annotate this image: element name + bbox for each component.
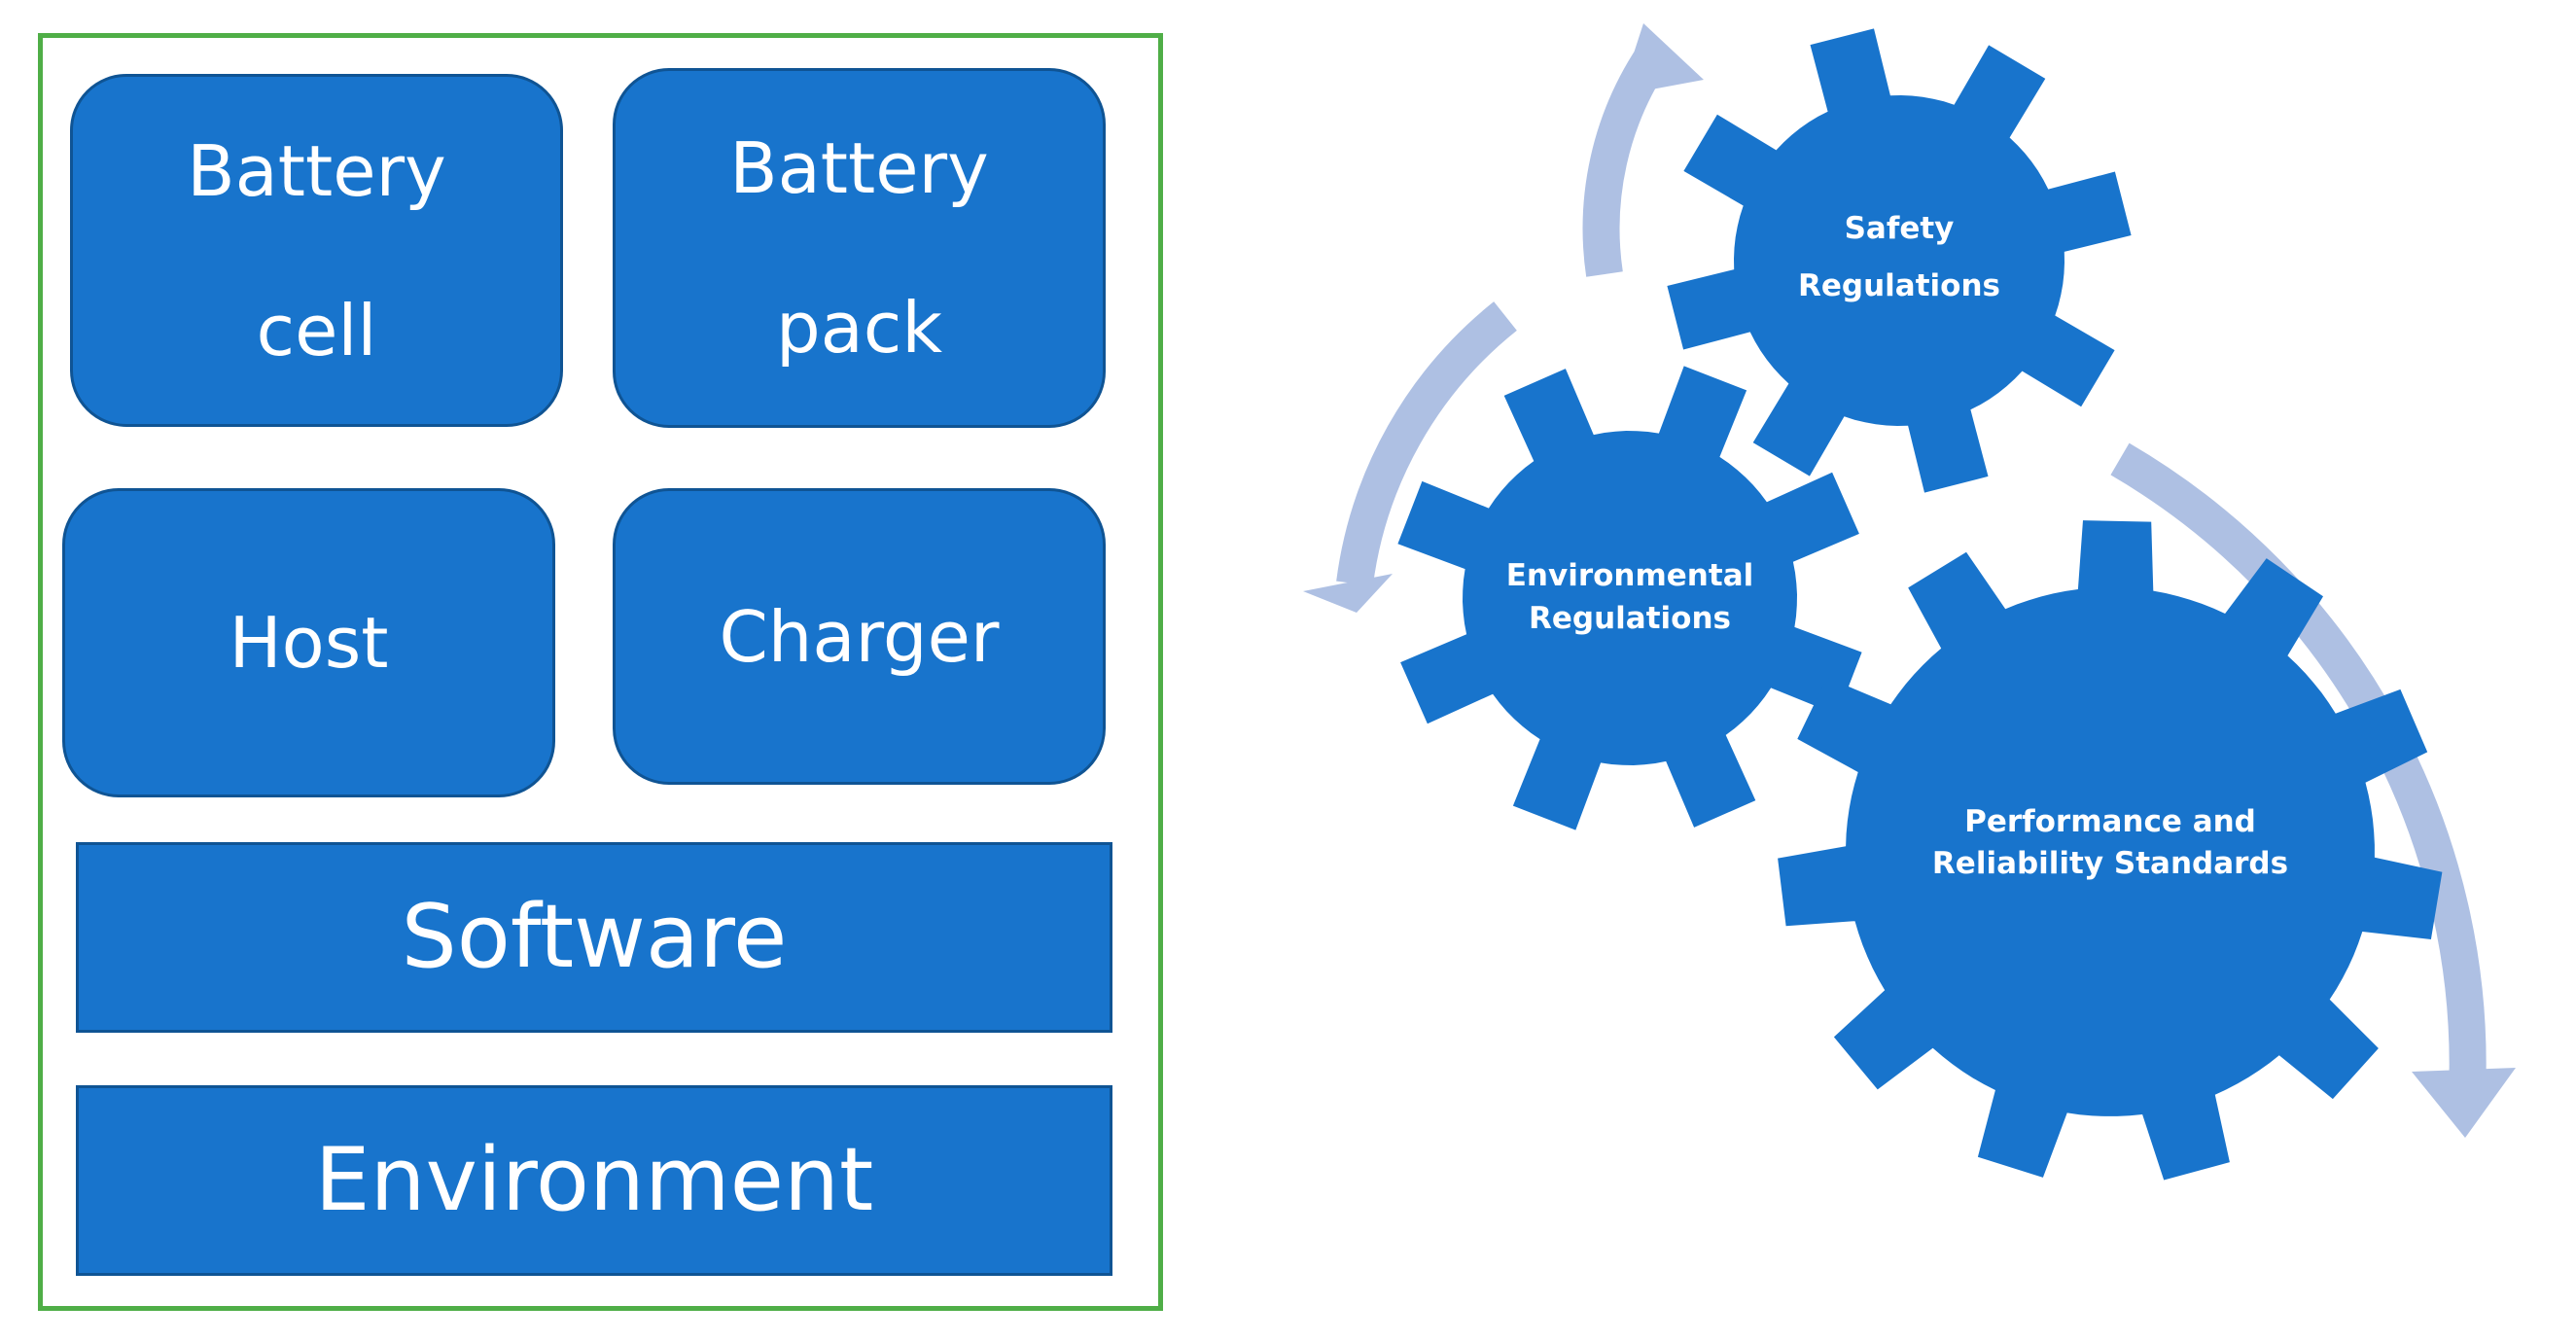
- software-label: Software: [401, 886, 788, 988]
- charger-label: Charger: [719, 595, 1000, 678]
- battery-cell-block: Battery cell: [70, 74, 563, 427]
- performance-gear: [1778, 520, 2443, 1181]
- safety-gear: [1667, 28, 2132, 493]
- arrow-head-right: [2412, 1068, 2516, 1138]
- environmental-gear-label-line1: Environmental: [1506, 558, 1754, 593]
- environmental-gear: [1397, 366, 1862, 830]
- environmental-gear-label-line2: Regulations: [1529, 601, 1731, 636]
- host-label: Host: [229, 602, 389, 684]
- environment-label: Environment: [314, 1129, 874, 1231]
- battery-pack-label-line1: Battery: [729, 127, 989, 209]
- arrow-head-left: [1303, 574, 1393, 613]
- host-block: Host: [62, 488, 555, 797]
- safety-gear-label-line2: Regulations: [1798, 268, 2000, 303]
- battery-pack-label-line2: pack: [775, 287, 943, 369]
- safety-gear-label-line1: Safety: [1845, 211, 1955, 246]
- charger-block: Charger: [613, 488, 1106, 785]
- performance-gear-label-line1: Performance and: [1964, 804, 2256, 839]
- arrow-head-top: [1620, 23, 1704, 95]
- performance-gear-label-line2: Reliability Standards: [1932, 846, 2288, 881]
- battery-cell-label-line2: cell: [256, 289, 377, 371]
- arrow-arc-left: [1336, 301, 1517, 586]
- environment-block: Environment: [76, 1085, 1112, 1276]
- battery-cell-label-line1: Battery: [187, 129, 446, 212]
- software-block: Software: [76, 842, 1112, 1033]
- battery-pack-block: Battery pack: [613, 68, 1106, 428]
- component-frame: [38, 33, 1163, 1311]
